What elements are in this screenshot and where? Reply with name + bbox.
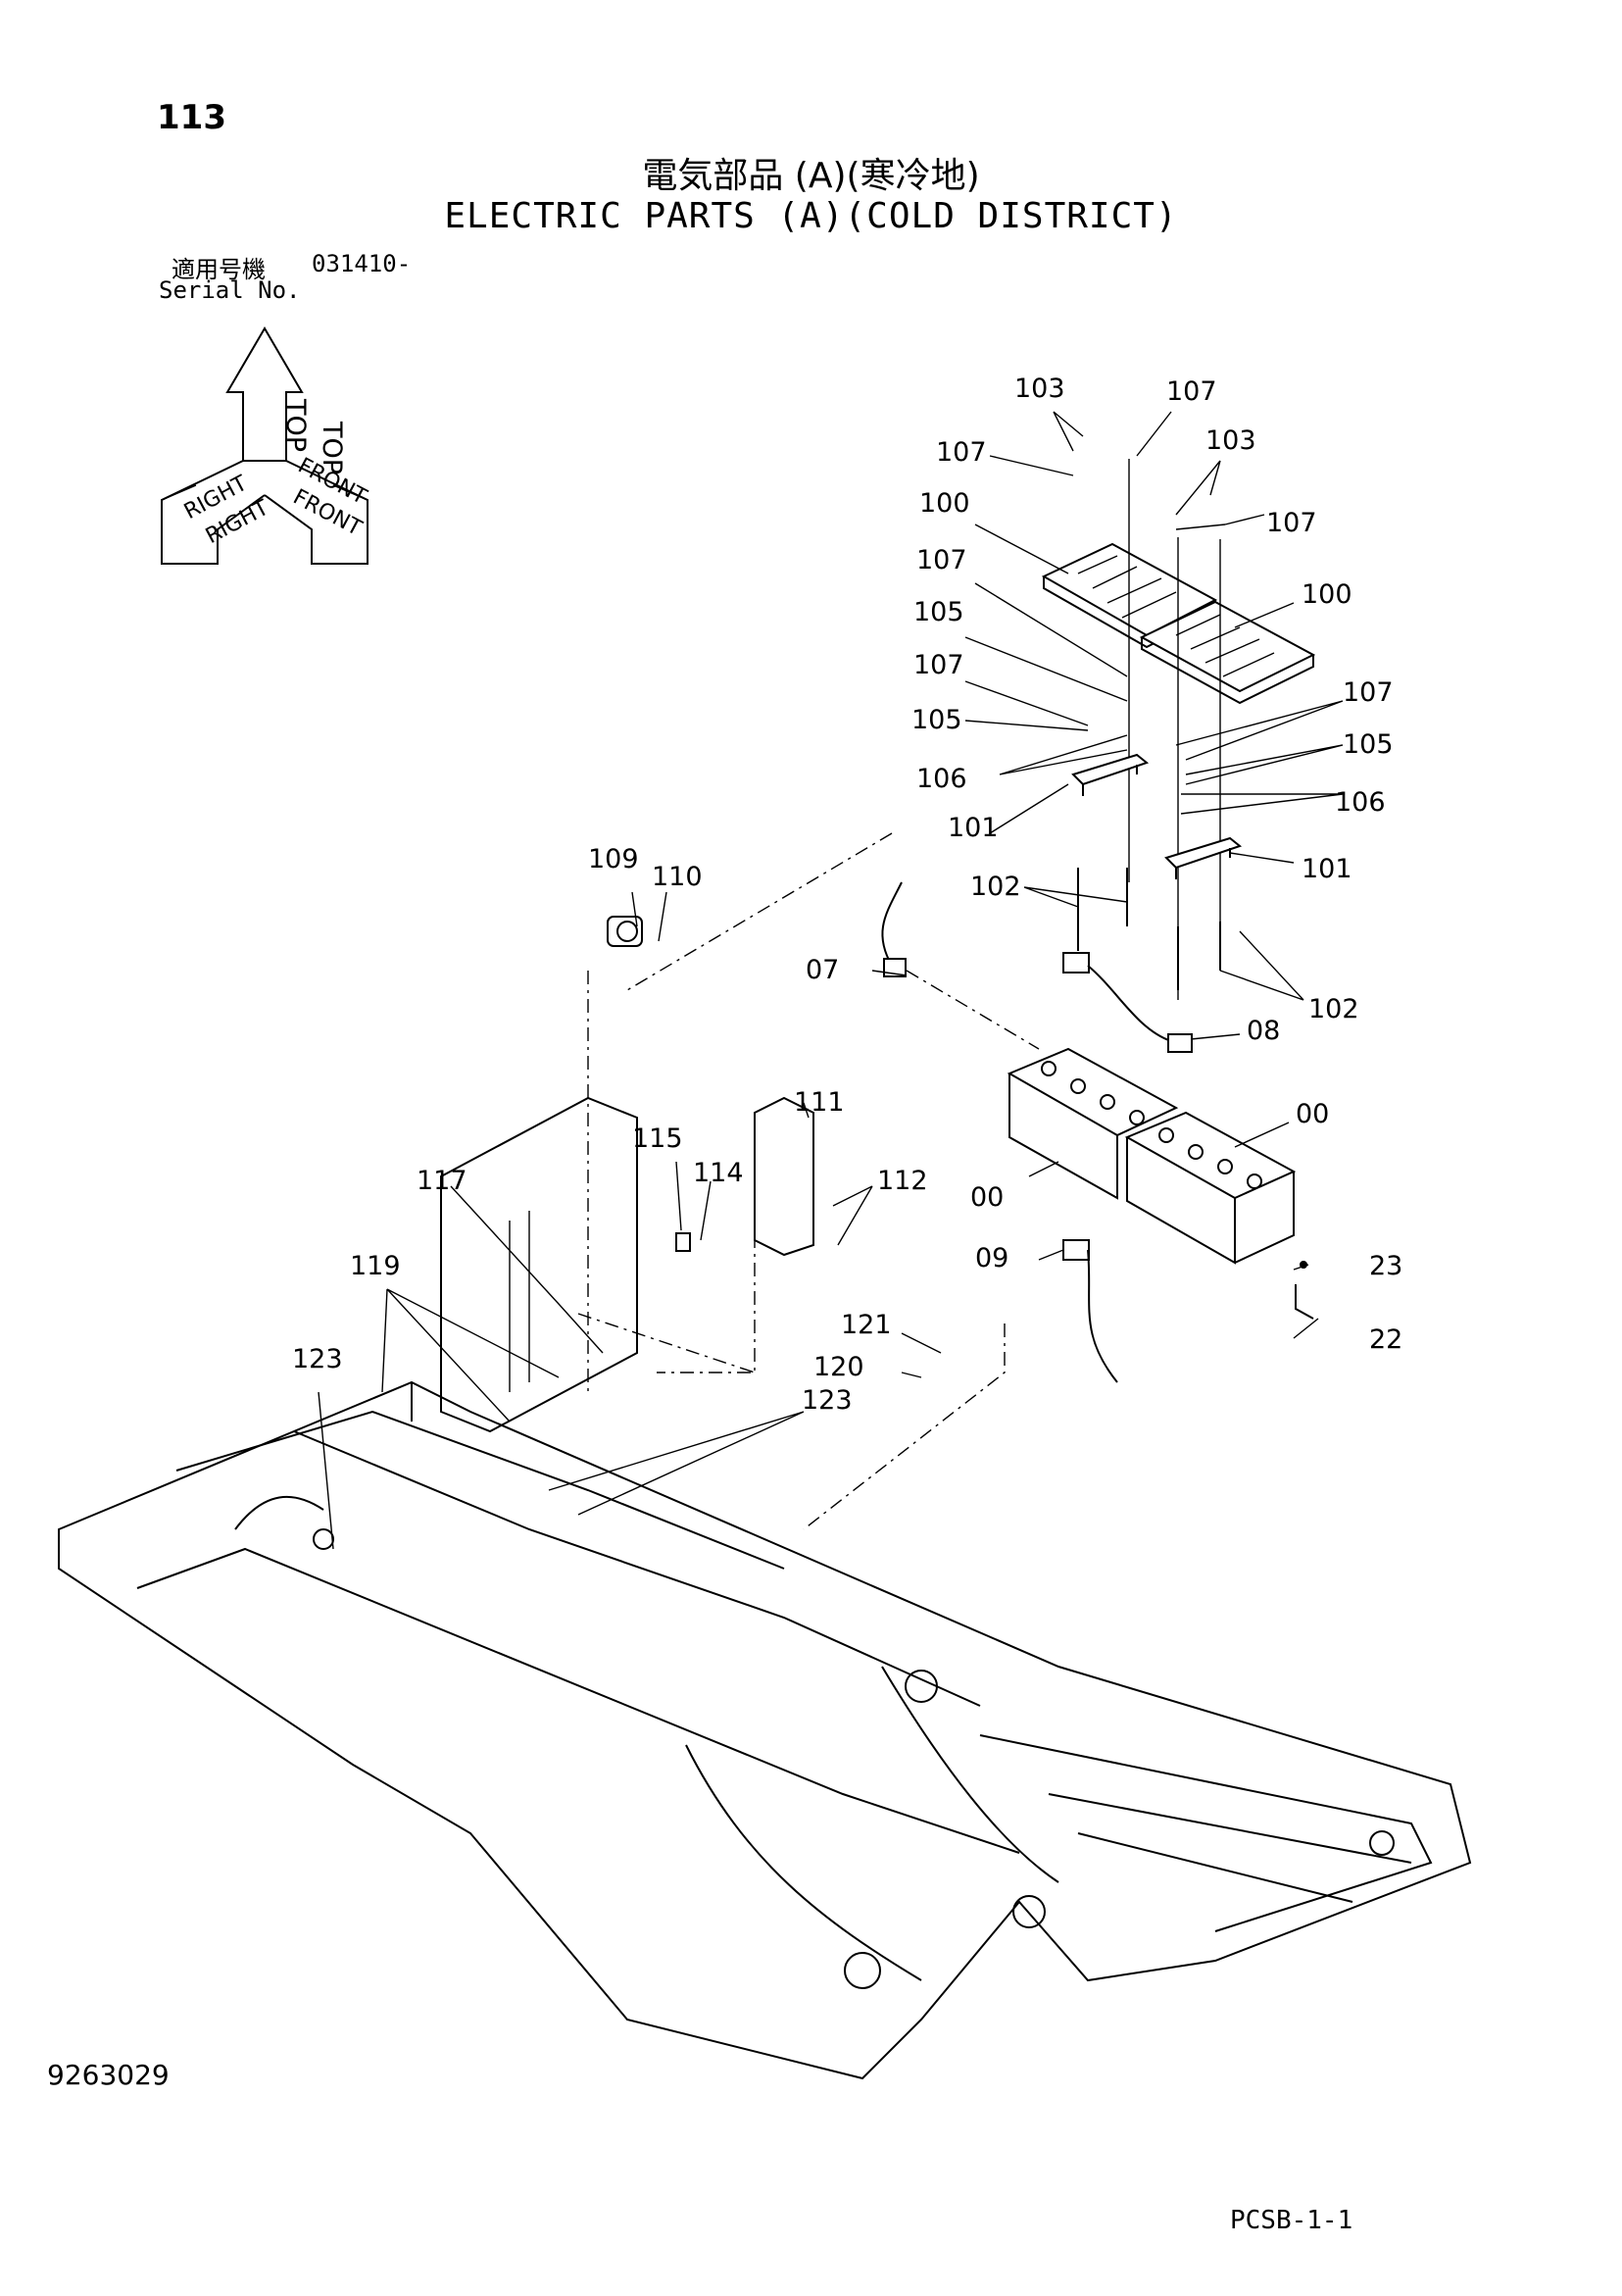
callout-00-b: 00	[970, 1182, 1004, 1213]
upperstructure-frame	[58, 1380, 1472, 2080]
callout-121: 121	[841, 1310, 892, 1340]
serial-label-english: Serial No.	[159, 276, 301, 304]
callout-105-a: 105	[913, 597, 964, 627]
callout-123-b: 123	[802, 1385, 853, 1416]
callout-103-b: 103	[1205, 425, 1256, 456]
callout-107-f: 107	[1343, 677, 1394, 708]
callout-09: 09	[975, 1243, 1008, 1273]
callout-22: 22	[1369, 1324, 1402, 1355]
page-number: 113	[157, 98, 226, 137]
page-title-english: ELECTRIC PARTS (A)(COLD DISTRICT)	[444, 196, 1178, 236]
callout-07: 07	[806, 955, 839, 985]
callout-110: 110	[652, 862, 703, 892]
callout-101-a: 101	[948, 813, 999, 843]
callout-112: 112	[877, 1166, 928, 1196]
callout-117: 117	[417, 1166, 467, 1196]
phantom-lines	[577, 832, 1040, 1530]
battery-relay	[607, 916, 643, 947]
callout-101-b: 101	[1302, 854, 1352, 884]
callout-115: 115	[632, 1123, 683, 1154]
serial-number-value: 031410-	[312, 250, 412, 277]
callout-08: 08	[1247, 1016, 1280, 1046]
callout-100-a: 100	[919, 488, 970, 519]
callout-105-c: 105	[1343, 729, 1394, 760]
battery-cable-09	[1062, 1239, 1118, 1383]
callout-119: 119	[350, 1251, 401, 1281]
battery-cable-07	[881, 881, 907, 977]
callout-114: 114	[693, 1158, 744, 1188]
callout-100-b: 100	[1302, 579, 1352, 610]
page-title-japanese: 電気部品 (A)(寒冷地)	[642, 156, 980, 196]
callout-111: 111	[794, 1087, 845, 1118]
battery-rods	[1077, 459, 1221, 1000]
callout-109: 109	[588, 844, 639, 874]
callout-102-a: 102	[970, 872, 1021, 902]
leader-lines	[318, 411, 1344, 1550]
orientation-top-label-b: TOP	[317, 421, 347, 474]
orientation-indicator: TOP TOP RIGHT RIGHT FRONT FRONT	[161, 326, 370, 565]
mounting-bracket-117	[440, 1096, 638, 1433]
relay-cover	[754, 1096, 814, 1257]
battery-left	[1007, 1047, 1179, 1200]
switch-114	[675, 1232, 691, 1252]
drawing-number: 9263029	[47, 2059, 170, 2091]
callout-105-b: 105	[911, 705, 962, 735]
callout-106-b: 106	[1335, 787, 1386, 818]
callout-106-a: 106	[916, 764, 967, 794]
battery-cover-right	[1139, 600, 1316, 705]
battery-cable-08	[1062, 952, 1193, 1053]
sheet-code: PCSB-1-1	[1230, 2206, 1353, 2235]
callout-00-a: 00	[1296, 1099, 1329, 1129]
battery-hold-brackets	[1071, 753, 1243, 879]
serial-label-japanese: 適用号機	[172, 256, 266, 283]
callout-107-c: 107	[1266, 508, 1317, 538]
battery-right	[1124, 1111, 1297, 1265]
callout-103-a: 103	[1014, 374, 1065, 404]
callout-120: 120	[813, 1352, 864, 1382]
callout-107-d: 107	[916, 545, 967, 575]
callout-102-b: 102	[1308, 994, 1359, 1024]
orientation-top-label-a: TOP	[280, 398, 311, 452]
callout-23: 23	[1369, 1251, 1402, 1281]
battery-stopper	[1295, 1261, 1314, 1320]
callout-107-b: 107	[936, 437, 987, 468]
callout-labels: 103 107 107 103 100 107 107 100 105 107 …	[292, 374, 1402, 1416]
callout-123-a: 123	[292, 1344, 343, 1374]
callout-107-a: 107	[1166, 376, 1217, 407]
callout-107-e: 107	[913, 650, 964, 680]
